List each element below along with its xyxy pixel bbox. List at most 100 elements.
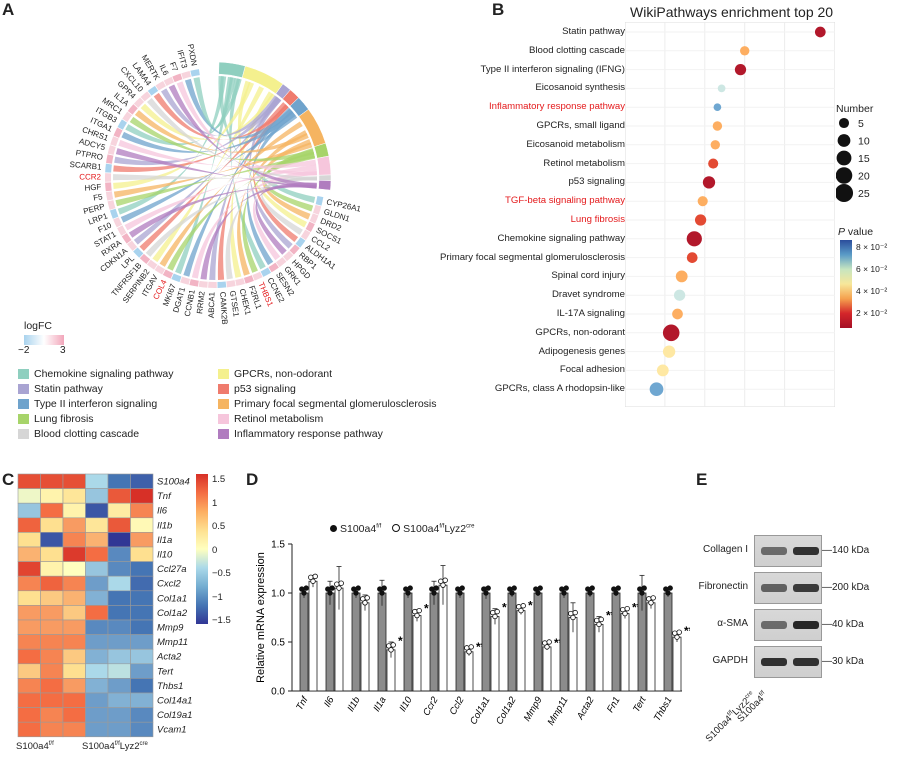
pathway-label: Primary focal segmental glomeruloscleros… bbox=[439, 251, 625, 263]
chord-ribbons bbox=[113, 76, 317, 280]
heatmap-cell bbox=[85, 590, 109, 606]
data-point bbox=[676, 629, 682, 635]
legend2-tail-sup: cre bbox=[466, 523, 475, 530]
heatmap-cell bbox=[17, 634, 41, 650]
heatmap-group2-label: S100a4f/fLyz2cre bbox=[82, 741, 148, 752]
legend-label: Lung fibrosis bbox=[34, 412, 94, 425]
blot-band bbox=[761, 658, 787, 666]
heatmap-cell bbox=[62, 575, 86, 592]
pathway-label: Chemokine signaling pathway bbox=[497, 232, 625, 244]
heatmap-cell bbox=[62, 634, 86, 650]
bar bbox=[594, 623, 604, 692]
chord-ribbon bbox=[161, 88, 280, 136]
legend1-sup: f/f bbox=[376, 523, 382, 530]
pathway-dot bbox=[672, 308, 683, 320]
chord-ribbon bbox=[261, 177, 317, 235]
legend-swatch bbox=[218, 368, 229, 379]
pathway-label: Adipogenesis genes bbox=[538, 345, 625, 357]
data-point bbox=[364, 595, 370, 601]
heatmap-cell bbox=[62, 721, 86, 738]
group1-sup: f/f bbox=[48, 741, 54, 747]
panel-letter-b: B bbox=[492, 0, 505, 19]
pathway-arc bbox=[318, 174, 332, 181]
chord-ribbon bbox=[176, 81, 317, 176]
heatmap-cell bbox=[62, 517, 86, 533]
data-point bbox=[466, 649, 472, 655]
gene-label: SCARB1 bbox=[69, 160, 102, 172]
legend-swatch bbox=[218, 383, 229, 394]
heatmap-cell bbox=[85, 692, 109, 708]
heatmap-cell bbox=[85, 546, 109, 562]
bar bbox=[490, 616, 500, 692]
heatmap-cell bbox=[40, 473, 64, 489]
heatmap-cell bbox=[130, 707, 154, 723]
heatmap-cell bbox=[40, 502, 64, 519]
heatmap-cell bbox=[130, 575, 154, 592]
size-legend-label: 5 bbox=[858, 118, 864, 130]
bar bbox=[481, 592, 491, 692]
heatmap-cell bbox=[107, 488, 131, 504]
data-point bbox=[390, 642, 396, 648]
pvalue-colorbar bbox=[840, 240, 852, 328]
heatmap-row-label: Thbs1 bbox=[157, 681, 183, 692]
legend1-text: S100a4 bbox=[340, 523, 377, 535]
gene-arc-segment bbox=[208, 281, 217, 288]
heatmap-cell bbox=[40, 546, 64, 562]
blot-protein-label: Collagen I bbox=[702, 544, 748, 555]
blot-band bbox=[761, 584, 787, 592]
pathway-legend-item: Type II interferon signaling bbox=[18, 396, 218, 411]
heatmap-cell bbox=[62, 707, 86, 723]
group2-tail-sup: cre bbox=[139, 741, 148, 747]
pathway-dot bbox=[675, 270, 688, 283]
blot-band bbox=[793, 621, 819, 629]
gene-arc-segment bbox=[110, 136, 119, 147]
data-point bbox=[416, 607, 422, 614]
heatmap-cell bbox=[130, 634, 154, 650]
data-point bbox=[483, 590, 489, 596]
pathway-label: Lung fibrosis bbox=[570, 214, 625, 225]
pathway-dot bbox=[740, 46, 750, 56]
heatmap-cell bbox=[107, 605, 131, 621]
group1-text: S100a4 bbox=[16, 741, 49, 753]
heatmap-cell bbox=[17, 605, 41, 621]
chord-ribbon bbox=[153, 92, 289, 140]
bar bbox=[542, 646, 552, 692]
heatmap-cell bbox=[107, 678, 131, 694]
chord-ribbon bbox=[129, 116, 315, 161]
data-point bbox=[312, 573, 318, 580]
pathway-label: Statin pathway bbox=[562, 26, 625, 37]
heatmap-cell bbox=[107, 517, 131, 533]
heatmap-cell bbox=[130, 648, 154, 665]
heatmap-cell bbox=[62, 488, 86, 504]
blot-strip bbox=[754, 535, 822, 567]
heatmap-cell bbox=[85, 473, 109, 489]
heatmap-row-label: Ccl27a bbox=[157, 564, 187, 575]
blot-size-marker: —30 kDa bbox=[822, 656, 864, 667]
pathway-label: Retinol metabolism bbox=[543, 157, 625, 169]
heatmap-row-label: Col19a1 bbox=[157, 710, 192, 721]
pathway-arc bbox=[218, 61, 246, 78]
heatmap-colorbar bbox=[196, 474, 208, 624]
heatmap-cell bbox=[17, 648, 41, 665]
heatmap-cell bbox=[130, 517, 154, 533]
gene-arc-segment bbox=[127, 240, 138, 251]
pathway-arc bbox=[298, 108, 326, 148]
heatmap-cell bbox=[85, 488, 109, 504]
data-point bbox=[407, 585, 413, 591]
significance-label: ** bbox=[632, 601, 642, 615]
pathway-dot bbox=[734, 63, 747, 76]
pvalue-legend-title: P value bbox=[838, 226, 873, 238]
gene-arc-segment bbox=[289, 244, 300, 255]
data-point bbox=[561, 590, 567, 596]
heatmap-cell bbox=[130, 488, 154, 504]
chord-ribbon bbox=[193, 77, 236, 128]
data-point bbox=[596, 621, 602, 628]
blot-band bbox=[793, 658, 819, 666]
gene-arc-segment bbox=[133, 247, 144, 258]
y-tick-label: 0.0 bbox=[271, 687, 285, 698]
chord-ribbon bbox=[114, 96, 282, 166]
bar bbox=[403, 592, 413, 692]
pathway-legend-item: Statin pathway bbox=[18, 381, 218, 396]
chord-ribbon bbox=[242, 148, 314, 273]
